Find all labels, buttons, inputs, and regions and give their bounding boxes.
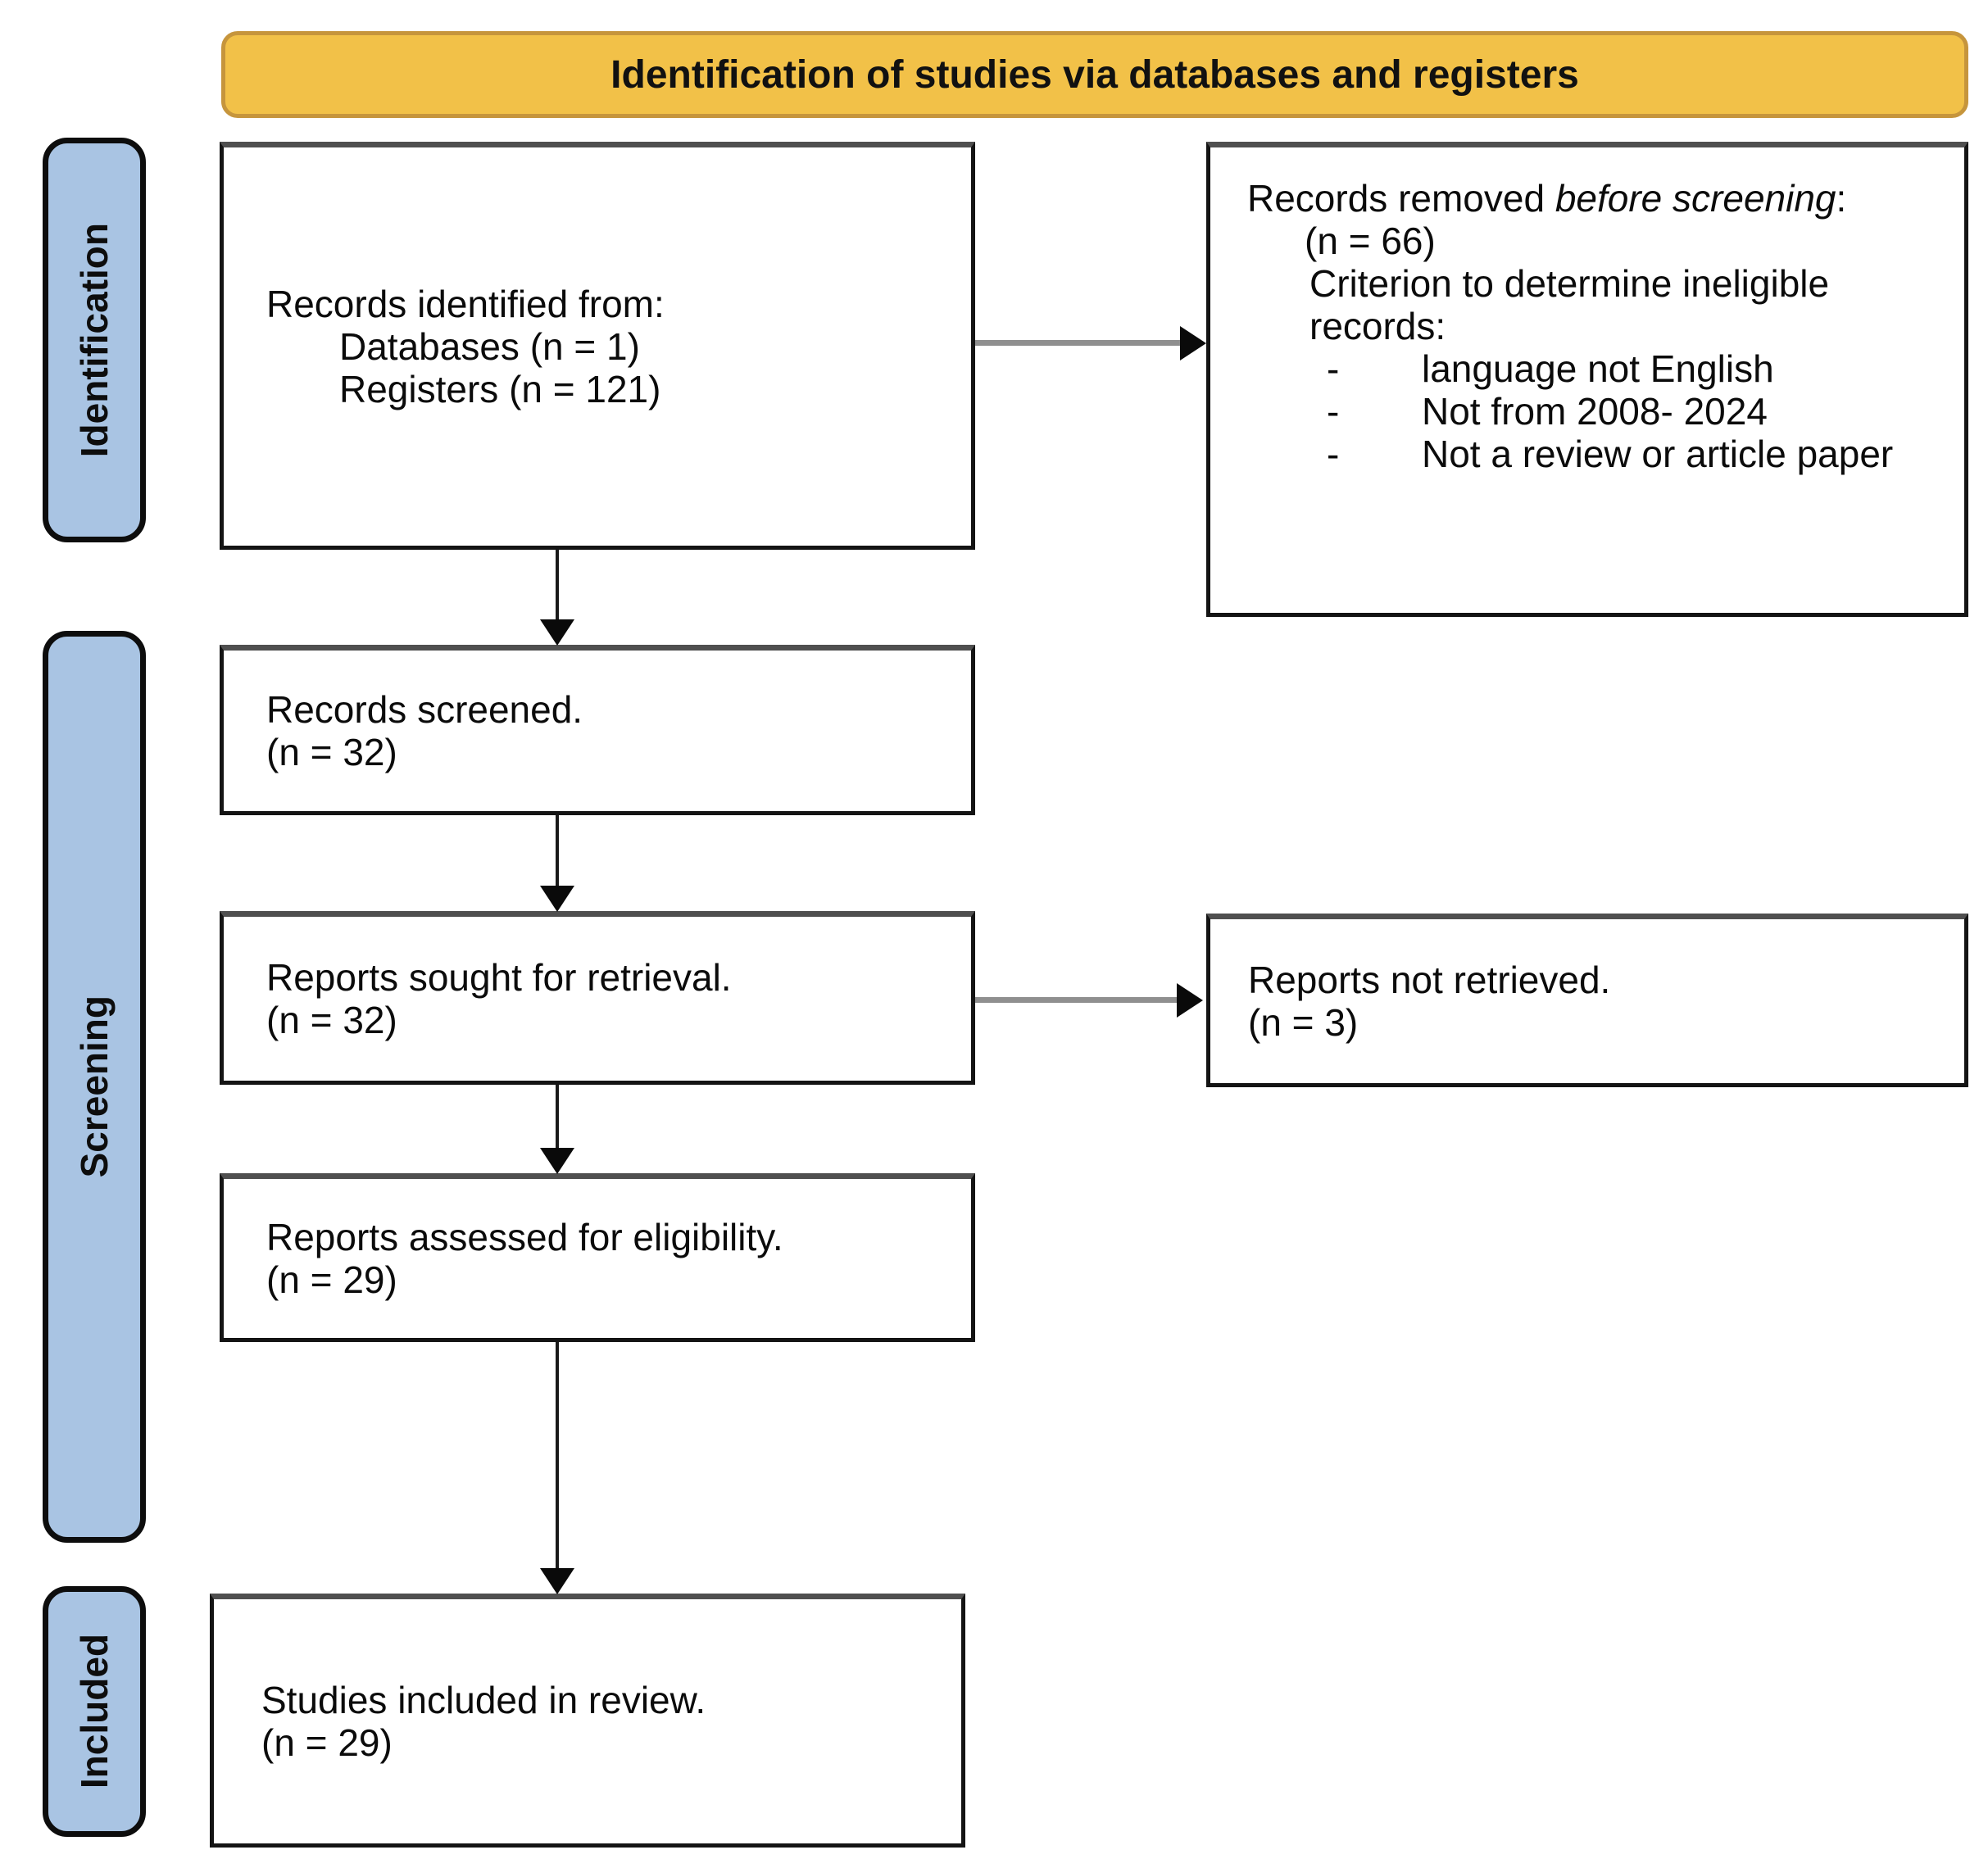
records-screened-line1: Records screened. xyxy=(266,688,583,731)
reports-not-retrieved-line1: Reports not retrieved. xyxy=(1248,959,1611,1001)
box-reports-assessed: Reports assessed for eligibility. (n = 2… xyxy=(220,1173,975,1342)
arrow-down-2-head xyxy=(540,886,574,912)
reports-sought-line1: Reports sought for retrieval. xyxy=(266,956,732,999)
studies-included-line1: Studies included in review. xyxy=(261,1679,706,1721)
arrow-right-2-line xyxy=(975,997,1178,1003)
records-removed-prefix: Records removed xyxy=(1247,177,1555,220)
arrow-down-3-line xyxy=(556,1085,559,1149)
arrow-right-1-line xyxy=(975,340,1182,346)
stage-screening: Screening xyxy=(43,631,146,1543)
arrow-down-1-head xyxy=(540,619,574,646)
banner-identification-of-studies: Identification of studies via databases … xyxy=(221,31,1968,118)
banner-label: Identification of studies via databases … xyxy=(610,52,1579,97)
removed-bullet-years-text: Not from 2008- 2024 xyxy=(1422,390,1768,433)
bullet-dash: - xyxy=(1327,347,1340,390)
box-studies-included: Studies included in review. (n = 29) xyxy=(210,1594,965,1848)
removed-bullet-language: - language not English xyxy=(1327,347,1943,390)
arrow-down-3-head xyxy=(540,1148,574,1174)
reports-assessed-count: (n = 29) xyxy=(266,1258,397,1301)
reports-sought-count: (n = 32) xyxy=(266,999,397,1041)
stage-included-label: Included xyxy=(73,1634,116,1789)
records-removed-count: (n = 66) xyxy=(1305,220,1436,262)
box-records-screened: Records screened. (n = 32) xyxy=(220,645,975,815)
reports-assessed-line1: Reports assessed for eligibility. xyxy=(266,1216,783,1258)
arrow-down-4-line xyxy=(556,1342,559,1570)
arrow-right-2-head xyxy=(1177,983,1203,1018)
reports-not-retrieved-count: (n = 3) xyxy=(1248,1001,1359,1044)
removed-bullet-type-text: Not a review or article paper xyxy=(1422,433,1894,475)
bullet-dash: - xyxy=(1327,433,1340,475)
stage-included: Included xyxy=(43,1586,146,1837)
records-removed-heading: Records removed before screening: xyxy=(1247,177,1936,220)
removed-bullet-language-text: language not English xyxy=(1422,347,1774,390)
records-removed-italic: before screening xyxy=(1555,177,1836,220)
records-identified-line1: Records identified from: xyxy=(266,283,665,325)
box-records-removed: Records removed before screening: (n = 6… xyxy=(1206,142,1968,617)
arrow-down-1-line xyxy=(556,550,559,622)
removed-bullet-type: - Not a review or article paper xyxy=(1327,433,1943,475)
records-removed-suffix: : xyxy=(1836,177,1847,220)
box-reports-not-retrieved: Reports not retrieved. (n = 3) xyxy=(1206,914,1968,1087)
stage-screening-label: Screening xyxy=(73,995,116,1178)
records-identified-registers: Registers (n = 121) xyxy=(339,368,661,410)
studies-included-count: (n = 29) xyxy=(261,1721,393,1764)
records-screened-count: (n = 32) xyxy=(266,731,397,773)
box-records-identified: Records identified from: Databases (n = … xyxy=(220,142,975,550)
arrow-right-1-head xyxy=(1180,326,1206,360)
box-reports-sought: Reports sought for retrieval. (n = 32) xyxy=(220,911,975,1085)
removed-bullet-years: - Not from 2008- 2024 xyxy=(1327,390,1943,433)
stage-identification-label: Identification xyxy=(73,222,116,458)
stage-identification: Identification xyxy=(43,138,146,542)
arrow-down-2-line xyxy=(556,815,559,887)
bullet-dash: - xyxy=(1327,390,1340,433)
records-removed-criterion: Criterion to determine ineligible record… xyxy=(1309,262,1830,347)
arrow-down-4-head xyxy=(540,1568,574,1594)
records-identified-databases: Databases (n = 1) xyxy=(339,325,640,368)
